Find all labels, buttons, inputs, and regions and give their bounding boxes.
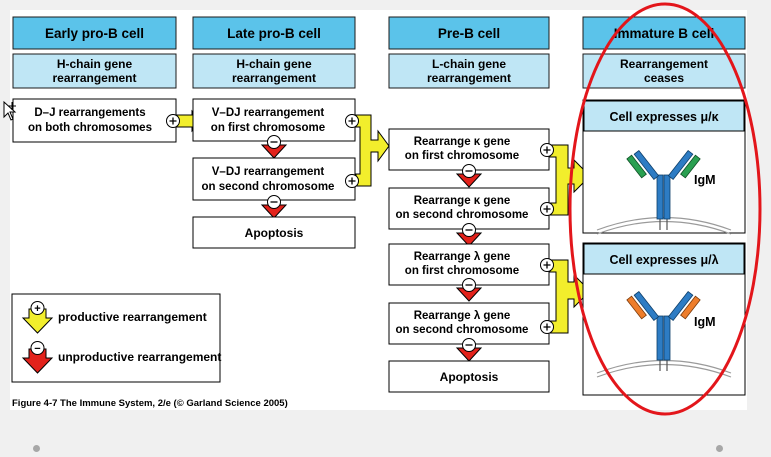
result-kappa: Cell expresses μ/κ IgM	[582, 99, 746, 235]
step-kappa-first	[388, 128, 550, 171]
step-late-vdj-first	[192, 98, 356, 142]
membrane-lambda-inner	[596, 363, 732, 378]
result-kappa-header	[583, 100, 745, 132]
step-kappa-second	[388, 187, 550, 230]
step-early-dj-line1: D–J rearrangements	[34, 107, 145, 119]
step-kappa-first-line2: on first chromosome	[405, 150, 519, 162]
subheader-early-line1: H-chain gene	[57, 57, 133, 71]
legend-productive-arrow-icon	[21, 308, 54, 334]
legend: + productive rearrangement − unproductiv…	[11, 293, 221, 383]
stage-subheaders: H-chain gene rearrangement H-chain gene …	[12, 53, 746, 89]
minus-icon-lambda2	[461, 337, 477, 353]
plus-icon-late1	[344, 113, 360, 129]
header-early-pro-b-label: Early pro-B cell	[45, 26, 144, 41]
step-boxes: D–J rearrangements on both chromosomes V…	[12, 98, 550, 393]
subheader-immature-line1: Rearrangement	[620, 57, 708, 71]
subheader-late-line1: H-chain gene	[236, 57, 312, 71]
header-pre-b	[388, 16, 550, 50]
subheader-pre-line1: L-chain gene	[432, 57, 506, 71]
step-late-vdj-second-line1: V–DJ rearrangement	[212, 166, 325, 178]
step-late-apoptosis-label: Apoptosis	[245, 226, 304, 240]
subheader-late	[192, 53, 356, 89]
step-late-vdj-first-line2: on first chromosome	[211, 122, 325, 134]
plus-icon-late2	[344, 173, 360, 189]
membrane-kappa-inner	[596, 220, 732, 235]
minus-icon-lambda1	[461, 277, 477, 293]
step-late-apoptosis	[192, 216, 356, 249]
igm-antibody-icon-lambda	[626, 290, 701, 371]
legend-unproductive-arrow-icon	[21, 348, 54, 374]
legend-frame	[11, 293, 221, 383]
step-kappa-second-line1: Rearrange κ gene	[414, 195, 511, 207]
result-lambda: Cell expresses μ/λ IgM	[582, 242, 746, 396]
arrow-late-to-pre	[355, 114, 390, 187]
arrow-lambda-to-result	[549, 259, 591, 334]
step-pre-apoptosis	[388, 360, 550, 393]
legend-minus-glyph: −	[34, 343, 40, 355]
minus-icon-late2	[266, 194, 282, 210]
subheader-immature-line2: ceases	[644, 71, 684, 85]
header-immature-b-label: Immature B cell	[614, 26, 715, 41]
step-lambda-second-line2: on second chromosome	[396, 324, 529, 336]
minus-icon-kappa2	[461, 222, 477, 238]
plus-icon-lambda2	[539, 319, 555, 335]
slide-nav-dot-left[interactable]	[33, 445, 40, 452]
slide-nav-dot-right[interactable]	[716, 445, 723, 452]
step-kappa-first-line1: Rearrange κ gene	[414, 136, 511, 148]
subheader-pre-line2: rearrangement	[427, 71, 511, 85]
subheader-early	[12, 53, 177, 89]
subheader-pre	[388, 53, 550, 89]
result-kappa-title: Cell expresses μ/κ	[609, 110, 718, 124]
legend-plus-icon	[30, 301, 45, 315]
step-early-dj-line2: on both chromosomes	[28, 122, 152, 134]
highlight-ellipse	[568, 2, 762, 416]
subheader-early-line2: rearrangement	[52, 71, 136, 85]
step-late-vdj-second	[192, 157, 356, 201]
plus-icon-lambda1	[539, 257, 555, 273]
header-late-pro-b-label: Late pro-B cell	[227, 26, 321, 41]
plus-icon-kappa2	[539, 201, 555, 217]
result-kappa-igm-label: IgM	[694, 173, 716, 187]
legend-minus-icon	[30, 341, 45, 355]
plus-icon-early	[165, 113, 181, 129]
step-lambda-second-line1: Rearrange λ gene	[414, 310, 511, 322]
legend-productive-label: productive rearrangement	[58, 310, 207, 324]
header-early-pro-b	[12, 16, 177, 50]
legend-unproductive-label: unproductive rearrangement	[58, 350, 221, 364]
result-lambda-header	[583, 243, 745, 275]
header-pre-b-label: Pre-B cell	[438, 26, 500, 41]
header-late-pro-b	[192, 16, 356, 50]
move-cursor-icon	[3, 100, 17, 121]
plus-icon-kappa1	[539, 142, 555, 158]
step-pre-apoptosis-label: Apoptosis	[440, 370, 499, 384]
step-late-vdj-first-line1: V–DJ rearrangement	[212, 107, 325, 119]
step-lambda-first-line2: on first chromosome	[405, 265, 519, 277]
step-kappa-second-line2: on second chromosome	[396, 209, 529, 221]
minus-icon-late1	[266, 134, 282, 150]
minus-icon-kappa1	[461, 163, 477, 179]
result-lambda-igm-label: IgM	[694, 315, 716, 329]
subheader-late-line2: rearrangement	[232, 71, 316, 85]
legend-plus-glyph: +	[34, 303, 40, 315]
step-late-vdj-second-line2: on second chromosome	[202, 181, 335, 193]
subheader-immature	[582, 53, 746, 89]
figure-caption: Figure 4-7 The Immune System, 2/e (© Gar…	[12, 398, 288, 409]
step-early-dj	[12, 98, 177, 143]
productive-arrows	[174, 109, 591, 334]
igm-antibody-icon-kappa	[626, 149, 701, 230]
result-lambda-title: Cell expresses μ/λ	[609, 253, 718, 267]
membrane-lambda	[596, 359, 732, 374]
step-lambda-first-line1: Rearrange λ gene	[414, 251, 511, 263]
